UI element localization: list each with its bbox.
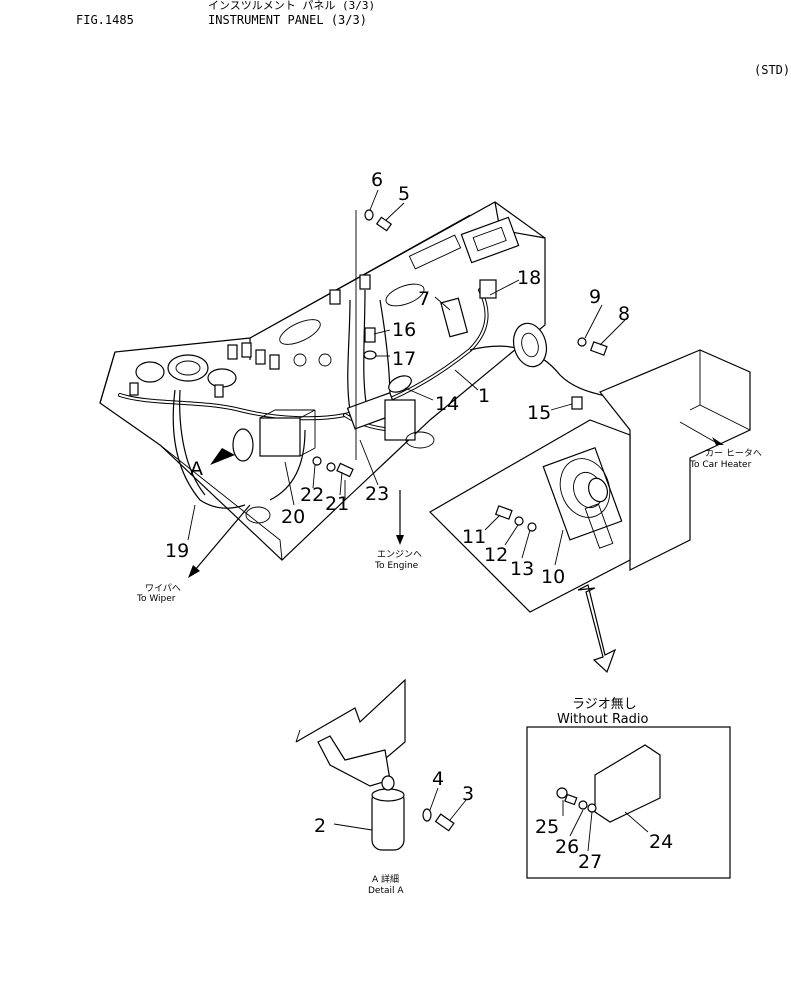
callout-9: 9 [589, 286, 601, 308]
callout-26: 26 [555, 836, 579, 858]
figure-title-japanese: インスツルメント パネル (3/3) [208, 0, 376, 12]
callout-20: 20 [281, 506, 305, 528]
callout-21: 21 [325, 493, 349, 515]
callout-12: 12 [484, 544, 508, 566]
instrument-panel-housing [99, 201, 546, 561]
callout-18: 18 [517, 267, 541, 289]
callout-11: 11 [462, 526, 486, 548]
to-wiper-label: To Wiper [136, 594, 176, 604]
callout-1: 1 [478, 385, 490, 407]
callout-6: 6 [371, 169, 383, 191]
callout-25: 25 [535, 816, 559, 838]
callout-10: 10 [541, 566, 565, 588]
callout-15: 15 [527, 402, 551, 424]
to-wiper-label-jp: ワイパへ [145, 583, 181, 594]
callout-2: 2 [314, 815, 326, 837]
callout-numbers: 6 5 7 18 9 8 16 17 1 14 15 11 12 13 10 2… [165, 169, 673, 873]
without-radio-box [526, 726, 731, 879]
annotation-labels: エンジンへ To Engine ワイパへ To Wiper カー ヒータへ To… [136, 448, 762, 896]
callout-17: 17 [392, 348, 416, 370]
relay-components [232, 279, 583, 462]
gauge-cluster [129, 274, 371, 398]
double-arrow [577, 584, 617, 674]
detail-a-label-jp: A 詳細 [372, 873, 399, 885]
speaker-panel [429, 349, 751, 613]
callout-3: 3 [462, 783, 474, 805]
arrow-label-a: A [190, 458, 203, 480]
callout-19: 19 [165, 540, 189, 562]
to-car-heater-label-jp: カー ヒータへ [705, 448, 762, 459]
callout-22: 22 [300, 484, 324, 506]
callout-14: 14 [435, 393, 459, 415]
figure-number: FIG.1485 [76, 13, 134, 27]
small-hardware [312, 209, 608, 478]
callout-24: 24 [649, 831, 673, 853]
without-radio-label: Without Radio [557, 712, 649, 727]
to-car-heater-label: To Car Heater [689, 460, 752, 470]
to-engine-label: To Engine [374, 561, 419, 571]
callout-4: 4 [432, 768, 444, 790]
callout-27: 27 [578, 851, 602, 873]
callout-16: 16 [392, 319, 416, 341]
detail-a-label: Detail A [368, 886, 404, 896]
figure-title-english: INSTRUMENT PANEL (3/3) [208, 13, 367, 27]
to-engine-label-jp: エンジンへ [377, 550, 422, 560]
callout-7: 7 [418, 288, 430, 310]
callout-5: 5 [398, 183, 410, 205]
variant-label: (STD) [754, 63, 791, 77]
callout-8: 8 [618, 303, 630, 325]
callout-13: 13 [510, 558, 534, 580]
without-radio-label-jp: ラジオ無し [572, 697, 637, 712]
callout-23: 23 [365, 483, 389, 505]
leader-lines [187, 189, 724, 852]
detail-a-view [295, 678, 455, 851]
